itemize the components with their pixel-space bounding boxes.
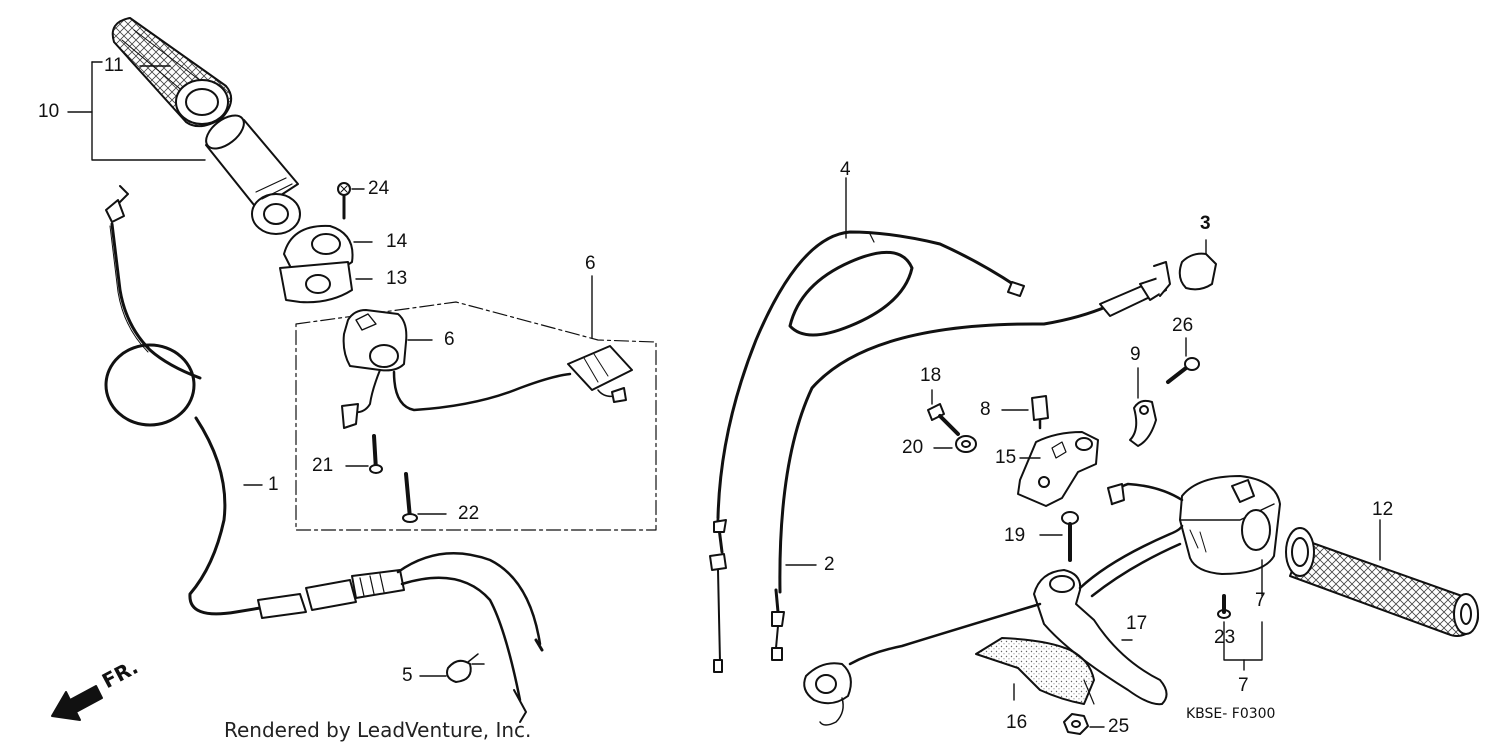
callout-15: 15 bbox=[995, 447, 1017, 468]
left-switch-part-6 bbox=[341, 309, 633, 429]
callout-2: 2 bbox=[824, 554, 835, 575]
throttle-pipe-part-10 bbox=[205, 114, 301, 235]
throttle-cable-part-1 bbox=[104, 185, 544, 723]
callout-26: 26 bbox=[1172, 315, 1194, 336]
nut-part-25 bbox=[1063, 713, 1089, 735]
callout-23: 23 bbox=[1214, 627, 1236, 648]
throttle-housing-lower-part-13 bbox=[279, 261, 353, 304]
callout-19: 19 bbox=[1004, 525, 1026, 546]
bolt-part-18 bbox=[927, 403, 960, 436]
callout-4: 4 bbox=[840, 159, 851, 180]
bolt-part-19 bbox=[1061, 511, 1079, 562]
clamp-part-9 bbox=[1129, 399, 1157, 447]
callout-11: 11 bbox=[104, 55, 124, 76]
callout-5: 5 bbox=[402, 665, 413, 686]
callout-8: 8 bbox=[980, 399, 991, 420]
callout-16: 16 bbox=[1006, 712, 1028, 733]
render-credit: Rendered by LeadVenture, Inc. bbox=[224, 718, 532, 742]
screw-part-23 bbox=[1217, 594, 1231, 619]
callout-22: 22 bbox=[458, 503, 480, 524]
callout-7-switch: 7 bbox=[1255, 590, 1266, 611]
screw-part-26 bbox=[1166, 357, 1200, 384]
callout-6-group: 6 bbox=[585, 253, 596, 274]
callout-10: 10 bbox=[38, 101, 60, 122]
callout-13: 13 bbox=[386, 268, 408, 289]
cable-part-4 bbox=[709, 230, 1025, 673]
callout-14: 14 bbox=[386, 231, 408, 252]
front-direction-arrow bbox=[51, 685, 103, 721]
callout-9: 9 bbox=[1130, 344, 1141, 365]
callout-7-group: 7 bbox=[1238, 675, 1249, 696]
lever-holder-part-15 bbox=[1017, 431, 1099, 507]
screw-part-21 bbox=[369, 434, 383, 474]
screw-part-22 bbox=[402, 472, 418, 523]
callout-18: 18 bbox=[920, 365, 942, 386]
right-grip-part-12 bbox=[1285, 527, 1479, 637]
switch-part-8 bbox=[1031, 395, 1049, 430]
callout-25: 25 bbox=[1108, 716, 1130, 737]
washer-part-20 bbox=[955, 435, 977, 453]
throttle-housing-upper-part-14 bbox=[283, 224, 354, 271]
callout-6: 6 bbox=[444, 329, 455, 350]
left-grip-part-11 bbox=[111, 17, 233, 128]
brake-lever-part-17 bbox=[1033, 524, 1184, 706]
callout-1: 1 bbox=[268, 474, 279, 495]
callout-12: 12 bbox=[1372, 499, 1394, 520]
cable-part-2 bbox=[771, 250, 1171, 661]
clamp-part-3 bbox=[1178, 252, 1217, 291]
clip-part-5 bbox=[446, 653, 485, 683]
drawing-code: KBSE- F0300 bbox=[1186, 706, 1276, 722]
callout-21: 21 bbox=[312, 455, 334, 476]
lever-wire bbox=[803, 602, 1042, 726]
callout-24: 24 bbox=[368, 178, 390, 199]
callout-20: 20 bbox=[902, 437, 924, 458]
callout-17: 17 bbox=[1126, 613, 1148, 634]
lever-cover-part-16 bbox=[975, 637, 1095, 705]
screw-part-24 bbox=[337, 182, 351, 220]
right-switch-part-7 bbox=[1107, 475, 1281, 575]
callout-3: 3 bbox=[1200, 213, 1211, 234]
